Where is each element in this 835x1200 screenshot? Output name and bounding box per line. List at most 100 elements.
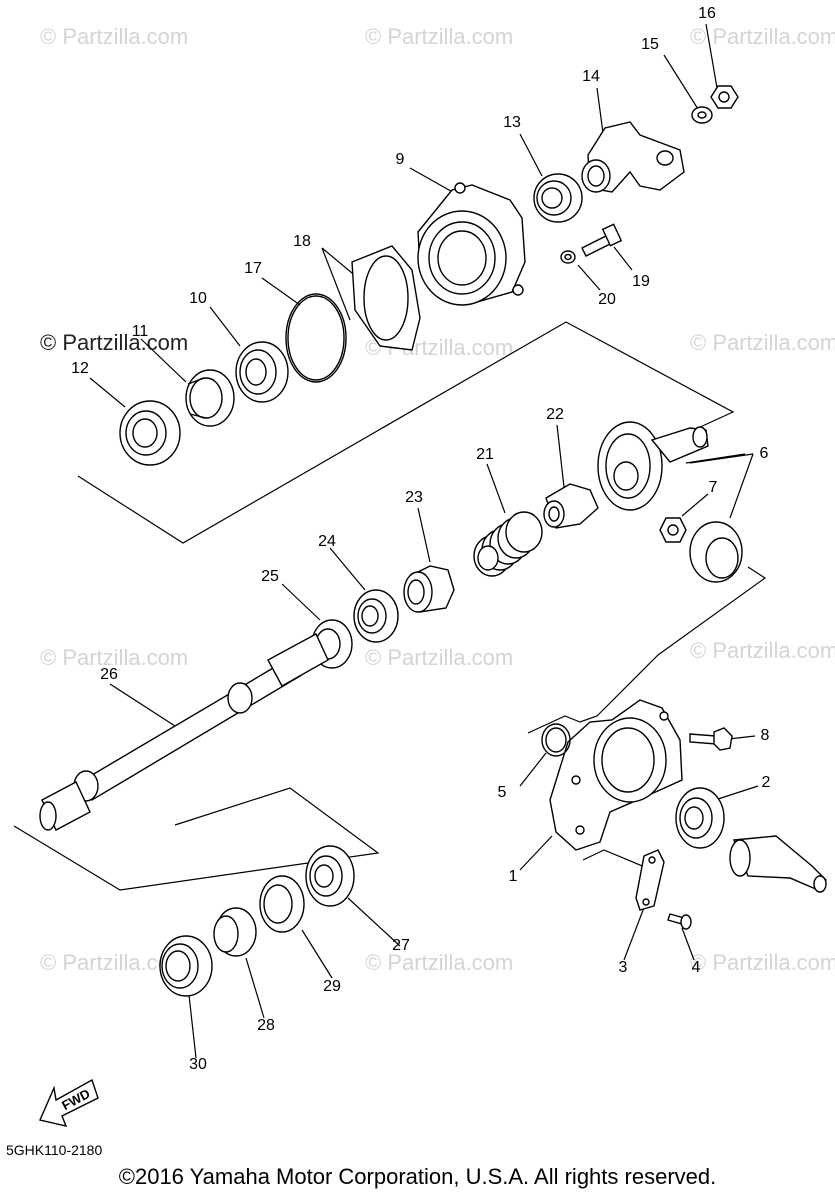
- leader-12: [89, 377, 126, 408]
- part-18-shim: [351, 245, 421, 351]
- callout-16: 16: [698, 5, 716, 22]
- callout-3: 3: [618, 959, 628, 976]
- watermark: © Partzilla.com: [690, 950, 835, 975]
- group-outline-upper: [77, 321, 735, 544]
- leader-16: [705, 23, 718, 89]
- part-4-screw: [667, 913, 692, 930]
- watermark: © Partzilla.com: [365, 950, 514, 975]
- part-17-o-ring: [285, 293, 347, 383]
- callout-8: 8: [760, 727, 770, 744]
- part-8-bolt: [689, 727, 733, 751]
- part-drive-pinion-shaft: [729, 835, 827, 893]
- leader-28: [245, 957, 265, 1019]
- watermark: © Partzilla.com: [40, 645, 189, 670]
- part-7-nut: [659, 517, 687, 543]
- watermark: © Partzilla.com: [690, 638, 835, 663]
- part-21-spring: [473, 511, 543, 577]
- callout-27: 27: [392, 937, 410, 954]
- leader-29: [301, 929, 333, 979]
- part-27-bearing: [305, 845, 355, 907]
- watermark-dark: © Partzilla.com: [40, 330, 189, 355]
- part-3-bracket: [635, 849, 665, 911]
- callout-9: 9: [395, 151, 405, 168]
- leader-2: [714, 785, 759, 801]
- callout-18: 18: [293, 233, 311, 250]
- leader-22: [556, 424, 565, 488]
- part-15-washer: [691, 106, 713, 124]
- callout-12: 12: [71, 360, 89, 377]
- callout-23: 23: [405, 489, 423, 506]
- group-outline-bracket: [582, 849, 653, 871]
- leader-20: [577, 264, 601, 291]
- callout-28: 28: [257, 1017, 275, 1034]
- leader-10: [209, 306, 241, 347]
- leader-5: [519, 752, 547, 787]
- part-29-ring-nut: [259, 875, 305, 933]
- diagram-code: 5GHK110-2180: [6, 1142, 103, 1158]
- part-24-bearing: [353, 589, 399, 643]
- callout-10: 10: [189, 290, 207, 307]
- leader-25: [281, 583, 321, 621]
- part-6-drive-gear: [597, 421, 709, 511]
- leader-19: [613, 246, 633, 271]
- group-outline-middle: [685, 453, 746, 464]
- callout-7: 7: [708, 479, 718, 496]
- callout-1: 1: [508, 868, 518, 885]
- watermark: © Partzilla.com: [40, 24, 189, 49]
- leader-1: [519, 835, 553, 871]
- leader-15: [663, 54, 699, 110]
- leader-17: [261, 277, 301, 306]
- leader-4: [681, 927, 695, 961]
- part-5-o-ring: [541, 723, 571, 757]
- leader-6a: [689, 453, 754, 464]
- callout-24: 24: [318, 533, 336, 550]
- callout-6: 6: [759, 445, 769, 462]
- part-6-pinion-gear: [689, 521, 743, 583]
- part-13-oil-seal: [533, 173, 583, 223]
- leader-24: [329, 547, 366, 591]
- callout-26: 26: [100, 666, 118, 683]
- group-outline-shaft: [13, 787, 380, 891]
- leader-27: [347, 897, 401, 947]
- group-outline-housing: [527, 566, 767, 734]
- part-22-collar: [543, 483, 599, 529]
- callout-11: 11: [131, 323, 149, 340]
- part-20-washer: [560, 250, 576, 264]
- leader-6b: [729, 453, 754, 519]
- part-12-oil-seal: [119, 400, 181, 466]
- leader-26: [109, 683, 176, 727]
- part-2-bearing: [675, 787, 725, 849]
- leader-30: [188, 994, 197, 1059]
- leader-23: [417, 507, 431, 563]
- watermark: © Partzilla.com: [365, 24, 514, 49]
- leader-21: [486, 463, 506, 514]
- part-1-housing: [549, 699, 683, 851]
- watermark: © Partzilla.com: [690, 24, 835, 49]
- callout-22: 22: [546, 406, 564, 423]
- part-23-collar: [403, 565, 455, 613]
- callout-29: 29: [323, 978, 341, 995]
- callout-19: 19: [632, 273, 650, 290]
- callout-4: 4: [691, 959, 701, 976]
- leader-14: [596, 87, 604, 134]
- callout-20: 20: [598, 291, 616, 308]
- part-11-ring-nut: [185, 369, 235, 427]
- callout-30: 30: [189, 1056, 207, 1073]
- part-16-nut: [710, 85, 739, 109]
- part-9-bearing-housing: [417, 182, 526, 306]
- copyright-notice: ©2016 Yamaha Motor Corporation, U.S.A. A…: [118, 1164, 717, 1189]
- leader-18b: [321, 247, 351, 321]
- fwd-arrow-icon: [39, 1078, 99, 1127]
- callout-15: 15: [641, 36, 659, 53]
- part-14-yoke: [581, 121, 685, 193]
- watermark: © Partzilla.com: [690, 330, 835, 355]
- callout-17: 17: [244, 260, 262, 277]
- callout-14: 14: [582, 68, 600, 85]
- callout-21: 21: [476, 446, 494, 463]
- part-10-bearing: [235, 341, 289, 403]
- part-19-bolt: [581, 223, 623, 257]
- part-30-oil-seal: [159, 935, 213, 997]
- leader-13: [519, 133, 543, 177]
- part-26-driven-shaft: [39, 633, 329, 831]
